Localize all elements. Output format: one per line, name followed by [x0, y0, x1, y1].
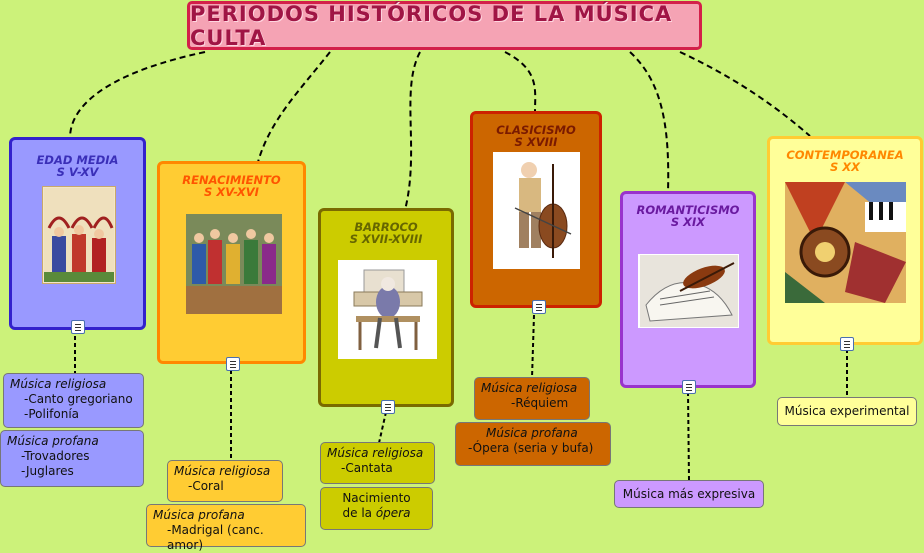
leaf-line-italic: ópera: [375, 506, 411, 520]
period-century: S XV-XVI: [204, 185, 259, 199]
renaissance-musicians-image: [186, 214, 282, 314]
leaf-clasicismo-religiosa[interactable]: Música religiosa -Réquiem: [474, 377, 590, 420]
baroque-organist-image: [338, 260, 437, 359]
period-century: S XVII-XVIII: [349, 232, 423, 246]
leaf-title: Música religiosa: [327, 446, 424, 460]
abstract-instruments-image: [785, 182, 906, 303]
note-icon[interactable]: [226, 357, 240, 371]
leaf-item: -Cantata: [341, 461, 393, 475]
period-romanticismo[interactable]: Romanticismo S XIX: [620, 191, 756, 394]
leaf-item: -Réquiem: [511, 396, 569, 410]
leaf-edad-media-religiosa[interactable]: Música religiosa -Canto gregoriano -Poli…: [3, 373, 144, 428]
note-icon[interactable]: [682, 380, 696, 394]
leaf-edad-media-profana[interactable]: Música profana -Trovadores -Juglares: [0, 430, 144, 487]
leaf-title: Música profana: [486, 426, 578, 440]
period-century: S XX: [829, 160, 861, 174]
period-contemporanea[interactable]: Contemporanea S XX: [767, 136, 923, 351]
leaf-item: -Trovadores: [21, 449, 90, 463]
period-renacimiento[interactable]: Renacimiento S XV-XVI: [157, 161, 306, 371]
leaf-text: Música experimental: [784, 404, 910, 418]
leaf-item: -Madrigal (canc. amor): [167, 523, 264, 552]
leaf-item: -Canto gregoriano: [24, 392, 133, 406]
medieval-musicians-image: [42, 186, 116, 284]
leaf-item: -Coral: [188, 479, 224, 493]
leaf-title: Música religiosa: [10, 377, 107, 391]
leaf-clasicismo-profana[interactable]: Música profana -Ópera (seria y bufa): [455, 422, 611, 466]
period-clasicismo[interactable]: Clasicismo S XVIII: [470, 111, 602, 314]
leaf-title: Música religiosa: [481, 381, 578, 395]
leaf-line: de la ópera: [327, 506, 426, 521]
leaf-text: Música más expresiva: [622, 487, 756, 501]
period-name: Edad Media: [36, 153, 119, 167]
classical-cellist-image: [493, 152, 580, 269]
note-icon[interactable]: [532, 300, 546, 314]
period-name: Barroco: [354, 220, 418, 234]
period-century: S XIX: [670, 215, 706, 229]
leaf-title: Música profana: [7, 434, 99, 448]
period-name: Clasicismo: [496, 123, 576, 137]
leaf-title: Música religiosa: [174, 464, 271, 478]
leaf-item: -Juglares: [21, 464, 74, 478]
leaf-contemporanea[interactable]: Música experimental: [777, 397, 917, 426]
note-icon[interactable]: [381, 400, 395, 414]
leaf-line: Nacimiento: [342, 491, 411, 505]
note-icon[interactable]: [71, 320, 85, 334]
leaf-item: -Polifonía: [24, 407, 80, 421]
leaf-title: Música profana: [153, 508, 245, 522]
note-icon[interactable]: [840, 337, 854, 351]
leaf-barroco-religiosa[interactable]: Música religiosa -Cantata: [320, 442, 435, 484]
period-name: Contemporanea: [786, 148, 904, 162]
period-barroco[interactable]: Barroco S XVII-XVIII: [318, 208, 454, 414]
leaf-romanticismo[interactable]: Música más expresiva: [614, 480, 764, 508]
leaf-renacimiento-religiosa[interactable]: Música religiosa -Coral: [167, 460, 283, 502]
period-edad-media[interactable]: Edad Media S V-XV: [9, 137, 146, 334]
leaf-line-prefix: de la: [342, 506, 376, 520]
leaf-item: -Ópera (seria y bufa): [468, 441, 594, 455]
period-name: Renacimiento: [182, 173, 281, 187]
leaf-renacimiento-profana[interactable]: Música profana -Madrigal (canc. amor): [146, 504, 306, 552]
period-century: S V-XV: [56, 165, 99, 179]
map-title: Periodos históricos de la música culta: [187, 1, 702, 50]
period-century: S XVIII: [514, 135, 558, 149]
violin-sheet-music-image: [638, 254, 739, 328]
period-name: Romanticismo: [636, 203, 740, 217]
leaf-barroco-opera[interactable]: Nacimiento de la ópera: [320, 487, 433, 530]
